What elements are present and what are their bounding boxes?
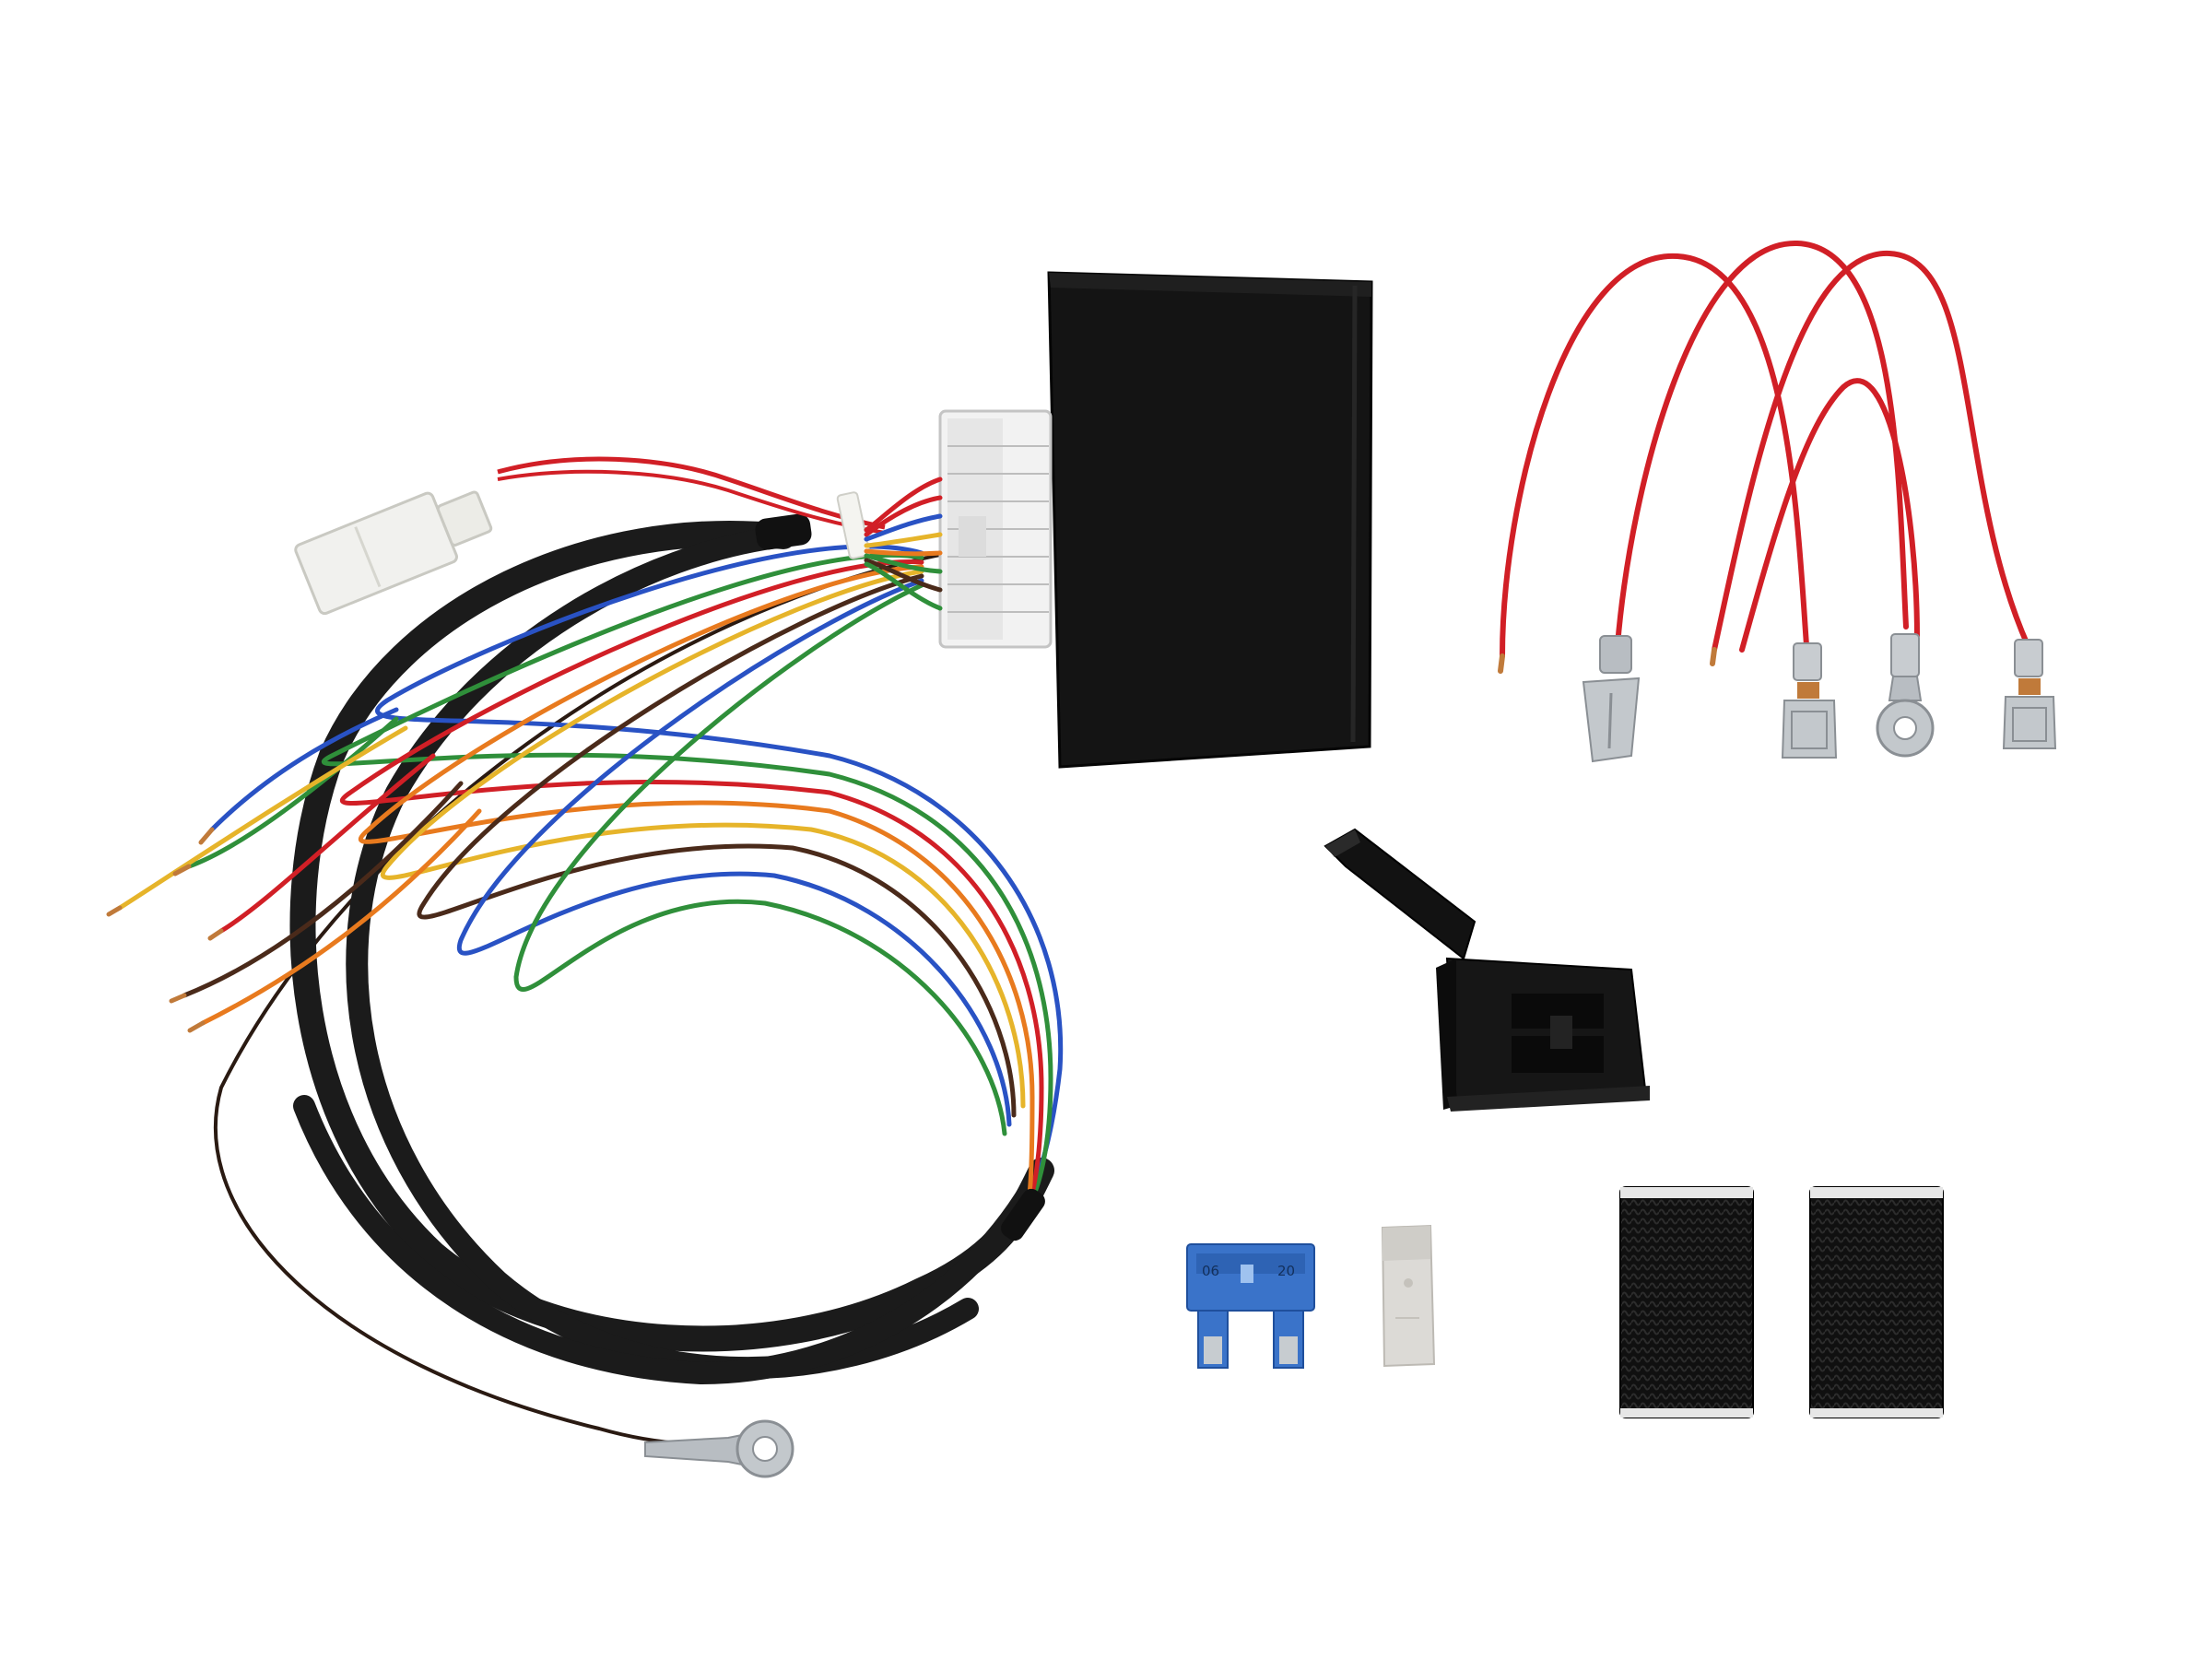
control-module — [864, 271, 1373, 769]
fuse-puller — [1381, 1224, 1436, 1368]
fuse-holder-icon — [1324, 828, 1650, 1112]
fuse-holder — [1324, 828, 1650, 1112]
fuse-left-marking: 06 — [1202, 1263, 1219, 1279]
puller-icon — [1381, 1224, 1436, 1368]
fuse-right-marking: 20 — [1277, 1263, 1295, 1279]
ring-terminal-icon — [644, 1419, 794, 1478]
velcro-pads — [1619, 1186, 1944, 1418]
velcro-icon — [1809, 1186, 1944, 1418]
module-box-icon — [1047, 271, 1373, 769]
fuse-icon — [1186, 1243, 1315, 1369]
white-plug-connector-icon — [294, 490, 493, 616]
module-connector-icon — [938, 409, 1053, 649]
red-wire-set — [1500, 240, 2030, 659]
wire-terminal-icon — [1582, 633, 2057, 763]
velcro-icon — [1619, 1186, 1754, 1418]
wiring-harness — [106, 456, 1064, 1478]
blade-fuse: 06 20 — [1186, 1243, 1315, 1369]
